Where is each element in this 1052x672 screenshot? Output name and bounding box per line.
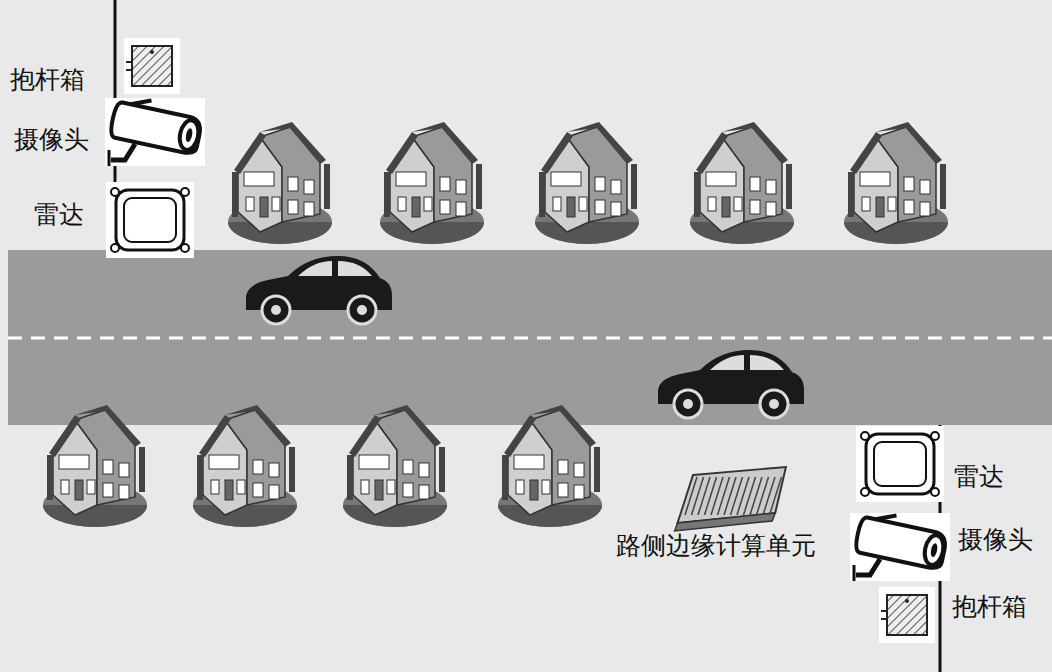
label-text: 摄像头	[958, 525, 1033, 554]
device-label: 摄像头	[958, 525, 1033, 555]
heat-fin	[724, 477, 736, 515]
label-text: 雷达	[954, 462, 1004, 491]
label-text: 雷达	[34, 200, 84, 229]
heat-fin	[705, 477, 717, 515]
heat-fin	[731, 477, 743, 515]
device-label: 抱杆箱	[10, 65, 85, 95]
heat-fin	[757, 477, 769, 515]
device-label: 雷达	[954, 462, 1004, 492]
device-label: 抱杆箱	[952, 592, 1027, 622]
label-text: 摄像头	[14, 125, 89, 154]
label-text: 路侧边缘计算单元	[616, 531, 816, 560]
heat-fin	[698, 477, 710, 515]
heat-fin	[737, 477, 749, 515]
heat-fin	[750, 477, 762, 515]
heat-fin	[685, 477, 697, 515]
device-label: 雷达	[34, 200, 84, 230]
heat-fin	[692, 477, 704, 515]
heat-fin	[711, 477, 723, 515]
heat-fin	[763, 477, 775, 515]
heat-fin	[770, 477, 782, 515]
heat-fin	[744, 477, 756, 515]
device-label: 路侧边缘计算单元	[616, 531, 816, 561]
label-text: 抱杆箱	[10, 65, 85, 94]
label-text: 抱杆箱	[952, 592, 1027, 621]
device-label: 摄像头	[14, 125, 89, 155]
heat-fin	[718, 477, 730, 515]
